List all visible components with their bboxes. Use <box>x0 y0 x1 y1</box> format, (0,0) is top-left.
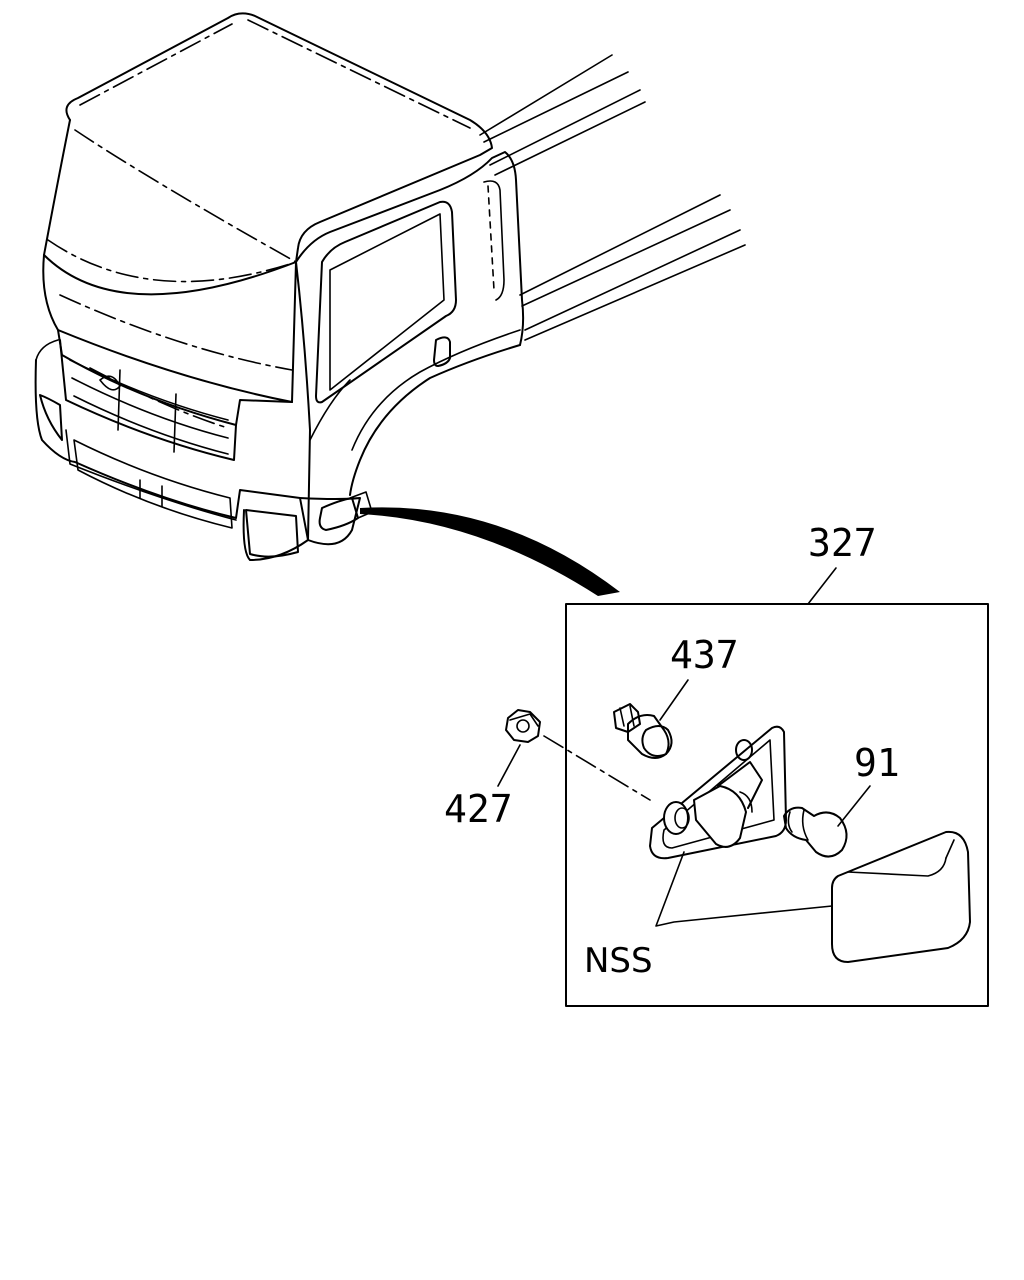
cab-roof <box>65 12 493 263</box>
door-handle <box>433 336 451 367</box>
detail-pointer-arrow <box>360 507 620 596</box>
assembly-axis-line <box>543 735 651 801</box>
front-bumper <box>34 359 309 561</box>
truck-cab-illustration <box>34 12 746 561</box>
right-fog-lamp <box>245 509 299 558</box>
bulb-part <box>783 806 848 858</box>
callout-91: 91 <box>854 741 900 785</box>
callout-437: 437 <box>670 633 739 677</box>
callout-327: 327 <box>808 521 877 565</box>
leader-nss <box>655 851 833 927</box>
leader-91 <box>837 785 871 827</box>
side-window <box>315 200 457 404</box>
nut-part <box>505 709 541 743</box>
lamp-body-part <box>649 725 787 860</box>
lens-part <box>831 830 971 963</box>
bulb-socket-part <box>613 703 673 759</box>
callout-nss: NSS <box>584 941 653 981</box>
leader-327 <box>807 567 837 605</box>
leader-427 <box>497 744 521 787</box>
assembly-detail-box <box>565 603 989 1007</box>
chassis-frame <box>479 54 746 341</box>
left-fog-lamp <box>39 394 63 441</box>
side-marker-location <box>318 497 359 531</box>
leader-437 <box>659 679 689 721</box>
callout-427: 427 <box>444 787 513 831</box>
